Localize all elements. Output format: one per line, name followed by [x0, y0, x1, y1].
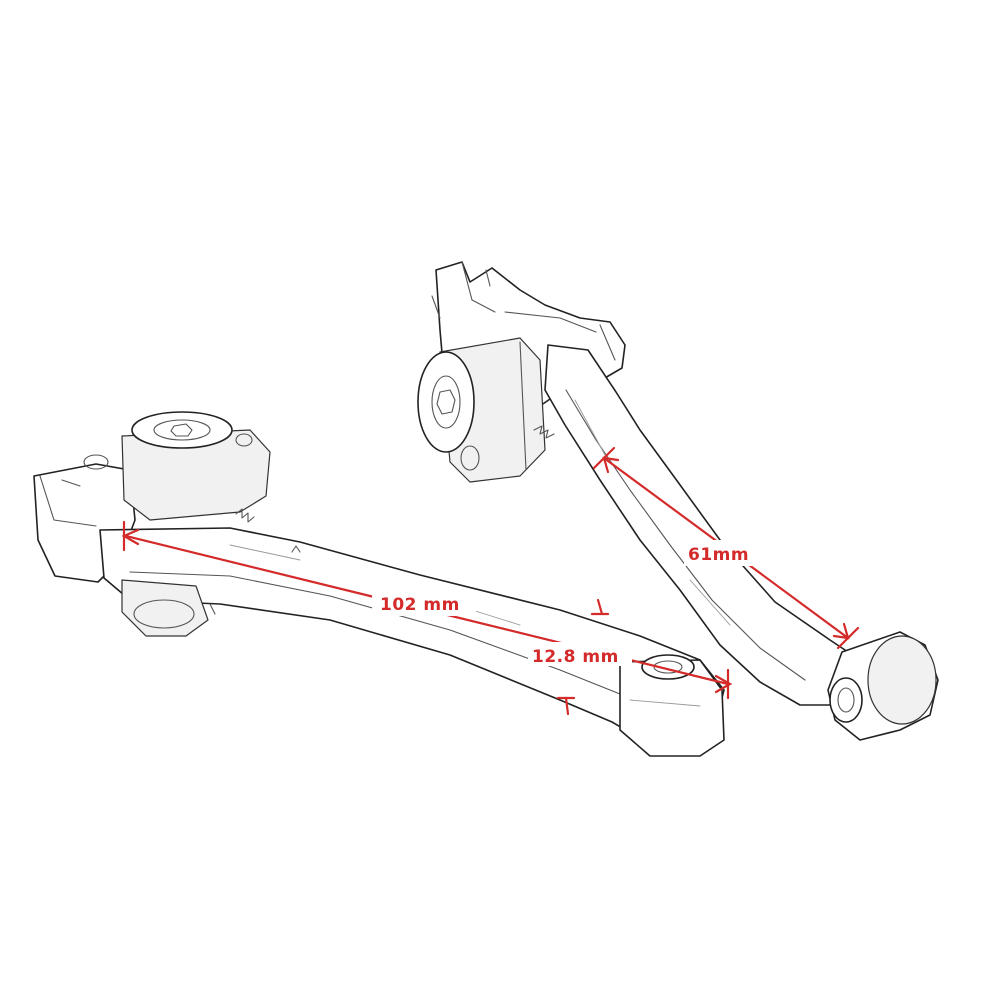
left-lever	[33, 411, 725, 757]
left-lever-lower-boss	[121, 579, 209, 637]
left-lever-tip	[619, 659, 725, 757]
label-tip-span: 61mm	[688, 545, 749, 565]
label-lever-length: 102 mm	[380, 595, 460, 615]
arrowhead-right-icon	[714, 674, 733, 694]
dimension-lever-width: 12.8 mm	[528, 598, 632, 716]
left-lever-pivot-body	[121, 429, 271, 521]
left-lever-pivot-cap	[131, 411, 233, 449]
width-tick-bottom	[564, 696, 570, 716]
right-lever-pivot-cap	[417, 351, 475, 453]
dimension-tip-span: 61mm	[592, 446, 860, 650]
right-lever-tip-end	[867, 635, 937, 725]
width-tick-top	[596, 598, 604, 616]
label-lever-width: 12.8 mm	[532, 647, 619, 667]
dimension-lever-length: 102 mm	[121, 520, 733, 700]
right-lever	[417, 261, 939, 741]
hex-socket-icon	[170, 423, 193, 437]
hex-socket-icon	[436, 389, 456, 415]
